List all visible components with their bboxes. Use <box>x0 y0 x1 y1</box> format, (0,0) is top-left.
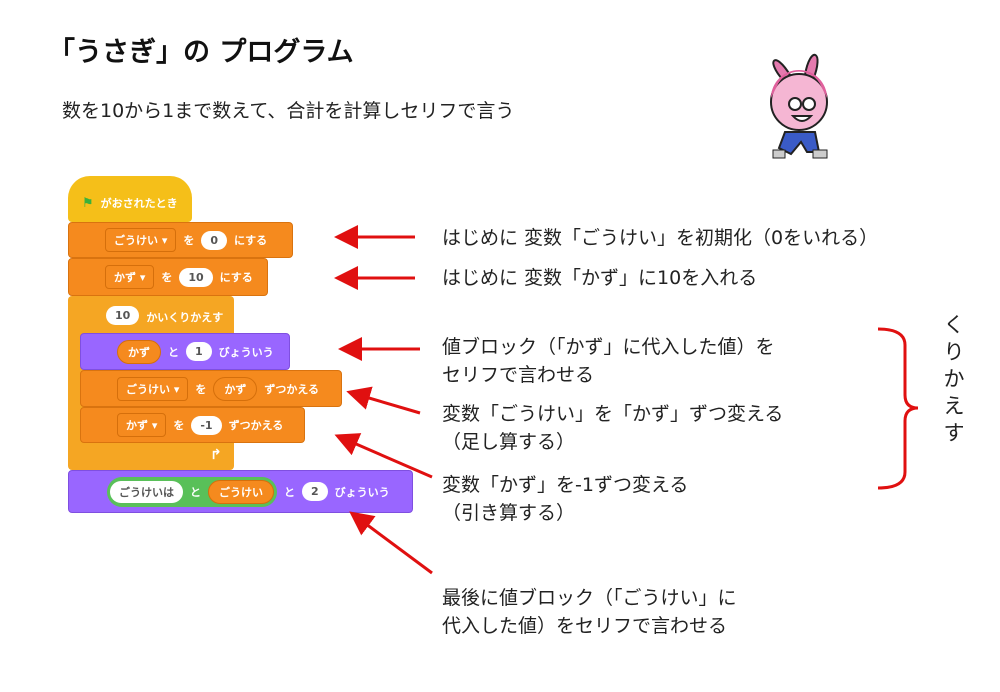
block-text: ずつかえる <box>264 382 320 396</box>
block-text: を <box>161 271 173 284</box>
join-operator[interactable]: ごうけいは と ごうけい <box>107 476 277 507</box>
note-say-kazu: 値ブロック（「かず」に代入した値）をセリフで言わせる <box>442 336 775 386</box>
block-text: びょういう <box>334 485 390 499</box>
arrow-5 <box>334 433 433 479</box>
variable-dropdown[interactable]: かず ▾ <box>117 413 167 437</box>
change-kazu-block[interactable]: かず ▾ を -1 ずつかえる <box>80 407 305 443</box>
hat-label: がおされたとき <box>100 197 178 210</box>
say-goukei-block[interactable]: ごうけいは と ごうけい と 2 びょういう <box>68 470 413 513</box>
note-init-goukei: はじめに 変数「ごうけい」を初期化（0をいれる） <box>442 227 879 249</box>
kazu-reporter[interactable]: かず <box>117 339 161 364</box>
seconds-input[interactable]: 1 <box>186 342 212 361</box>
block-text: と <box>168 345 179 359</box>
loop-arrow-icon: ↱ <box>210 447 222 463</box>
block-text: にする <box>219 271 253 284</box>
note-say-goukei: 最後に値ブロック（「ごうけい」に代入した値）をセリフで言わせる <box>442 587 737 637</box>
block-text: ずつかえる <box>228 419 284 432</box>
text-input[interactable]: ごうけいは <box>110 480 183 503</box>
green-flag-icon: ⚑ <box>82 195 94 211</box>
arrow-6 <box>349 511 433 575</box>
block-text: を <box>195 382 207 396</box>
when-flag-clicked-block[interactable]: ⚑ がおされたとき <box>68 176 192 222</box>
value-input[interactable]: 0 <box>201 230 228 250</box>
block-text: びょういう <box>218 345 274 359</box>
block-text: と <box>284 485 295 499</box>
rabbit-mascot-icon <box>770 53 828 159</box>
value-input[interactable]: -1 <box>191 415 222 435</box>
subtitle: 数を10から1まで数えて、合計を計算しセリフで言う <box>62 100 515 122</box>
value-input[interactable]: 10 <box>179 267 213 287</box>
block-text: を <box>183 234 195 247</box>
set-goukei-block[interactable]: ごうけい ▾ を 0 にする <box>68 222 293 258</box>
arrow-4 <box>346 386 421 415</box>
change-goukei-block[interactable]: ごうけい ▾ を かず ずつかえる <box>80 370 342 407</box>
block-text: を <box>173 419 185 432</box>
repeat-bracket <box>877 327 919 490</box>
note-change-goukei: 変数「ごうけい」を「かず」ずつ変える（足し算する） <box>442 403 784 453</box>
variable-dropdown[interactable]: ごうけい ▾ <box>117 376 189 401</box>
block-text: にする <box>234 234 268 247</box>
kazu-reporter[interactable]: かず <box>213 376 258 401</box>
note-change-kazu: 変数「かず」を-1ずつ変える（引き算する） <box>442 474 689 524</box>
variable-dropdown[interactable]: かず ▾ <box>105 265 155 289</box>
block-text: と <box>190 485 201 499</box>
repeat-label: くりかえす <box>943 313 965 445</box>
seconds-input[interactable]: 2 <box>302 482 328 501</box>
note-init-kazu: はじめに 変数「かず」に10を入れる <box>442 267 758 289</box>
block-text: かいくりかえす <box>146 311 224 324</box>
variable-dropdown[interactable]: ごうけい ▾ <box>105 228 177 252</box>
say-kazu-block[interactable]: かず と 1 びょういう <box>80 333 290 370</box>
set-kazu-block[interactable]: かず ▾ を 10 にする <box>68 258 268 296</box>
goukei-reporter[interactable]: ごうけい <box>208 479 274 504</box>
repeat-count-input[interactable]: 10 <box>106 306 140 325</box>
page-title: 「うさぎ」の プログラム <box>48 37 354 68</box>
